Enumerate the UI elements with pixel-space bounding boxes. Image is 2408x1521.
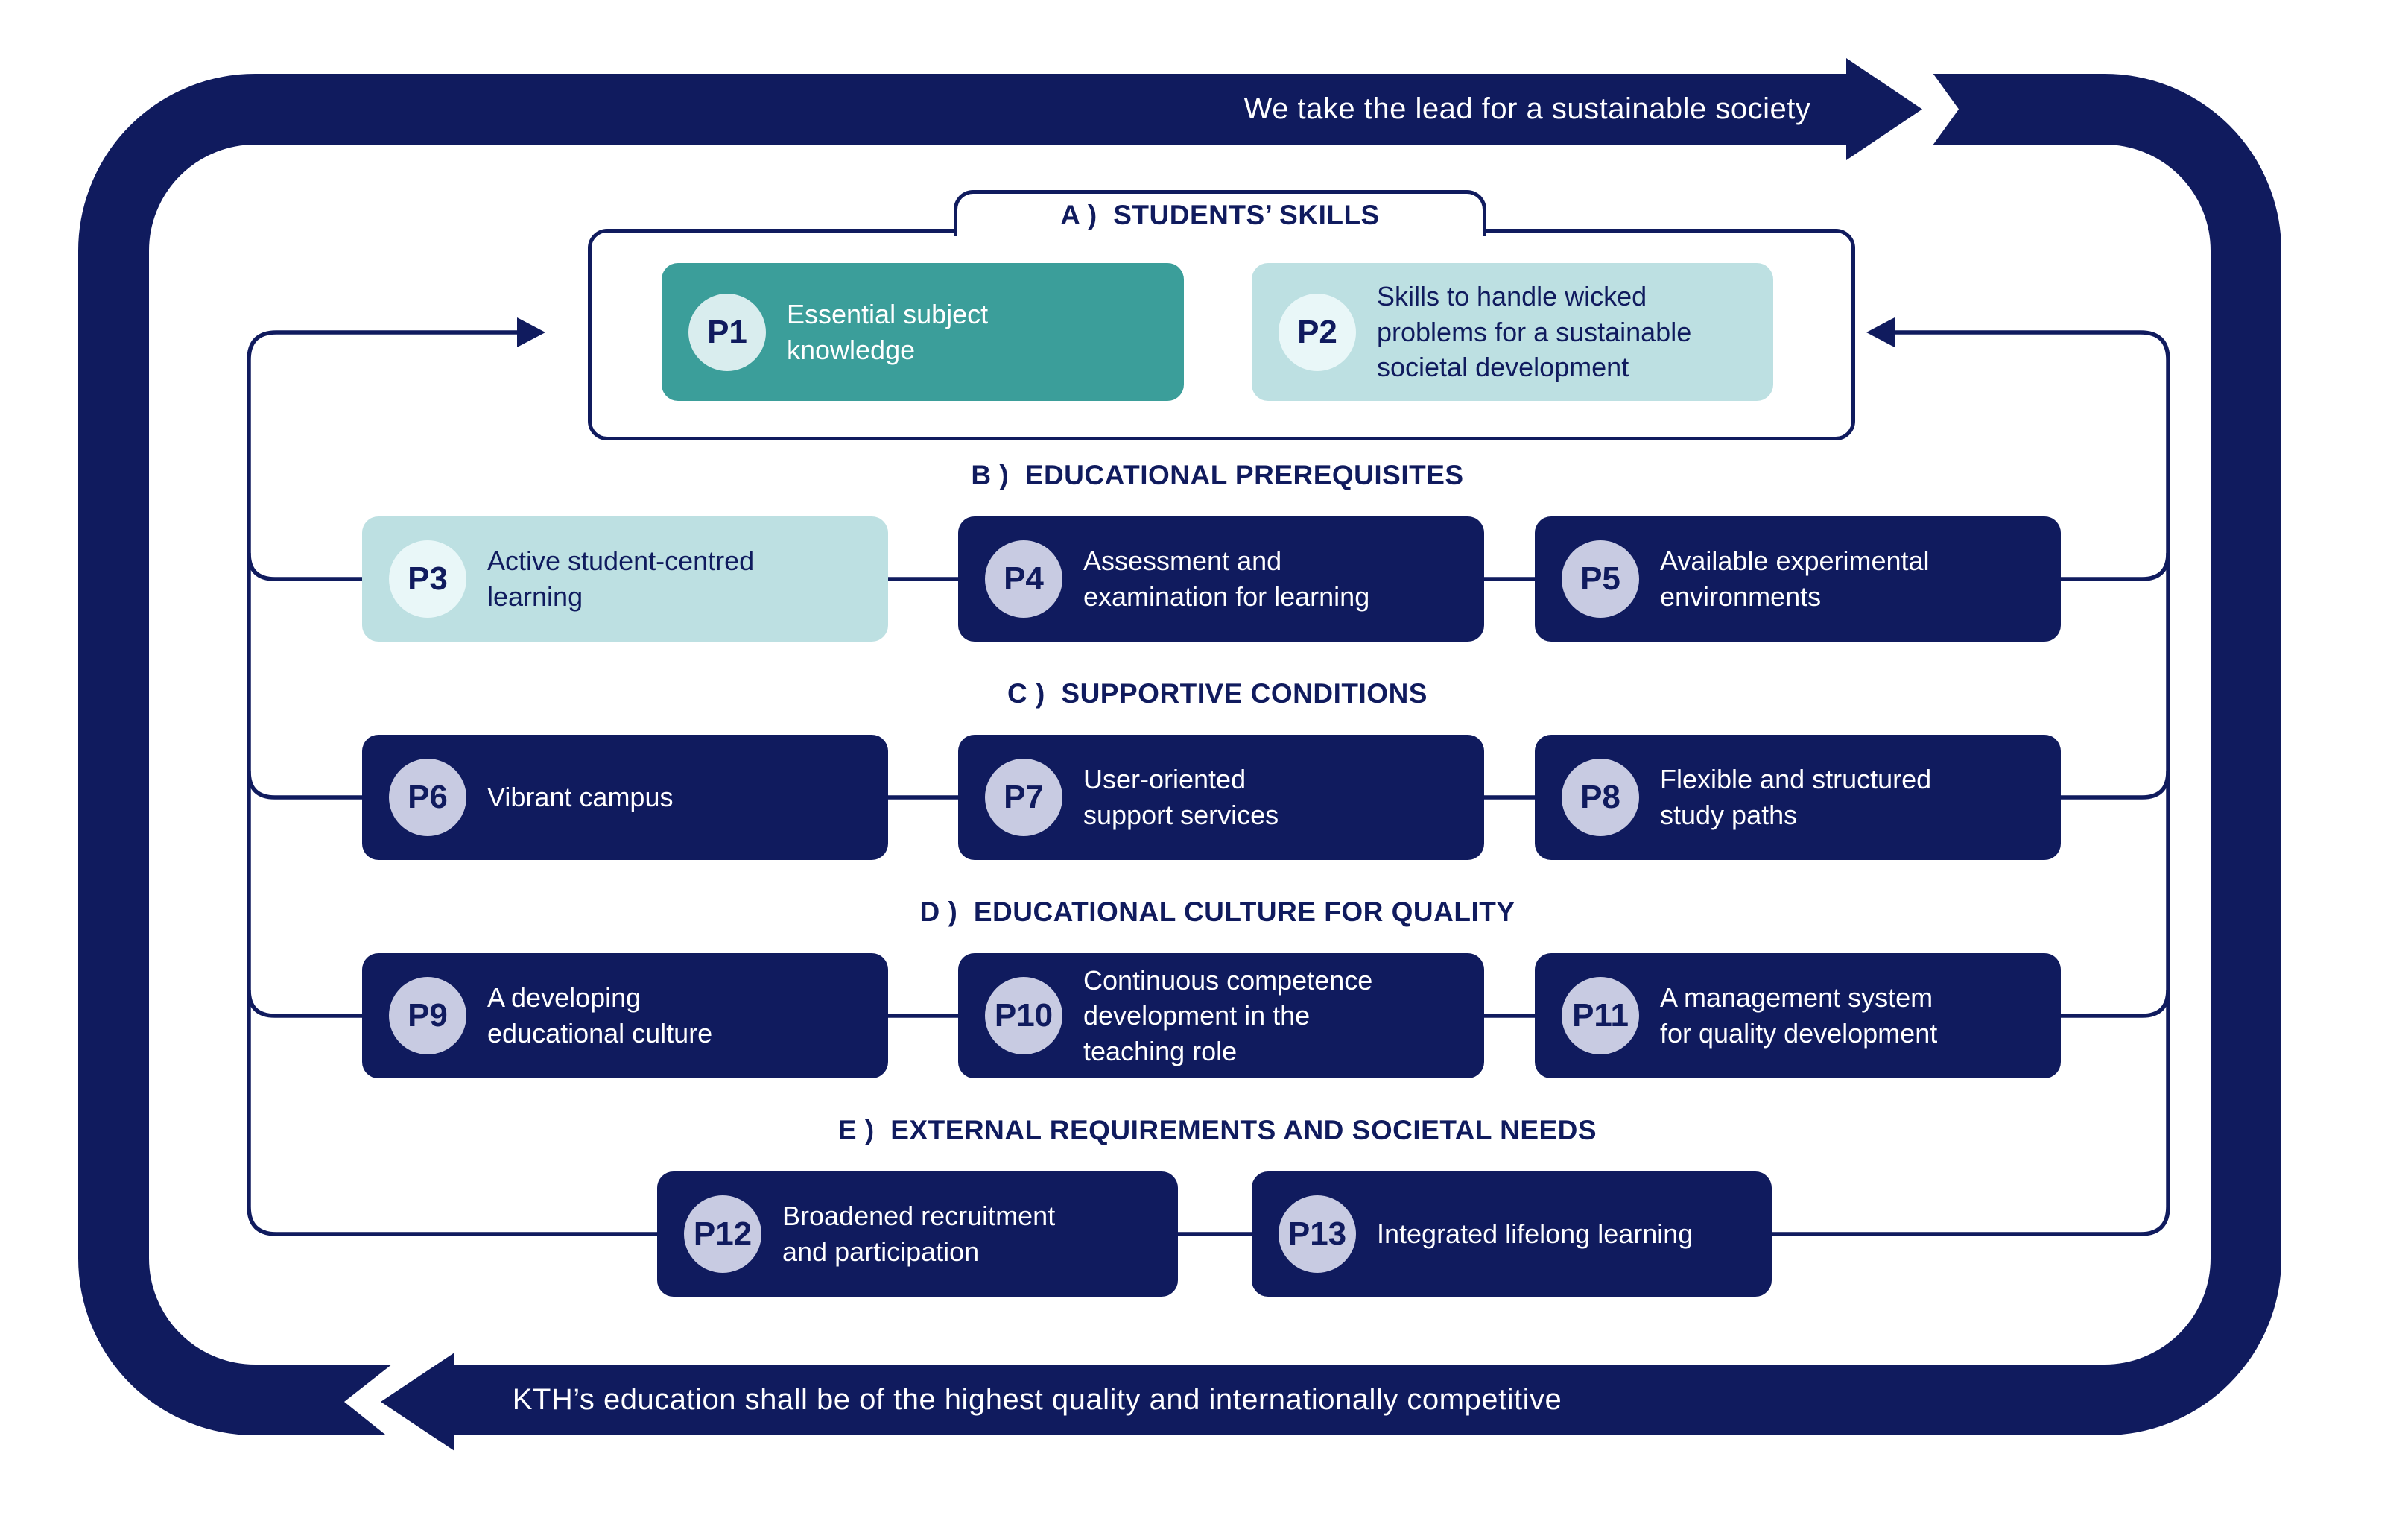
box-p6: P6 Vibrant campus	[362, 735, 888, 860]
section-a-tab: A ) STUDENTS’ SKILLS	[954, 190, 1486, 236]
label-p7: User-oriented support services	[1083, 764, 1279, 830]
badge-p9: P9	[389, 977, 466, 1054]
label-p3: Active student-centred learning	[487, 546, 755, 612]
label-p11: A management system for quality developm…	[1660, 982, 1938, 1049]
box-p12: P12 Broadened recruitment and participat…	[657, 1171, 1178, 1297]
bottom-banner-text: KTH’s education shall be of the highest …	[512, 1383, 1562, 1416]
label-p12: Broadened recruitment and participation	[782, 1201, 1056, 1267]
right-branch-row-c	[2061, 771, 2170, 800]
right-branch-row-b	[2061, 552, 2170, 581]
top-arrowhead-icon	[1846, 58, 1922, 160]
box-p2: P2 Skills to handle wicked problems for …	[1252, 263, 1773, 401]
badge-p4: P4	[985, 540, 1062, 618]
badge-p1: P1	[688, 293, 766, 371]
badge-p8: P8	[1562, 759, 1639, 836]
box-p7: P7 User-oriented support services	[958, 735, 1484, 860]
label-p2: Skills to handle wicked problems for a s…	[1377, 281, 1692, 383]
label-p5: Available experimental environments	[1660, 546, 1930, 612]
badge-p6: P6	[389, 759, 466, 836]
label-p13: Integrated lifelong learning	[1377, 1218, 1693, 1250]
badge-p7: P7	[985, 759, 1062, 836]
right-loop-arrowhead-icon	[1866, 317, 1895, 347]
left-branch-row-c	[247, 771, 362, 800]
section-d-label: D ) EDUCATIONAL CULTURE FOR QUALITY	[919, 897, 1515, 927]
box-p10: P10 Continuous competence development in…	[958, 953, 1484, 1078]
label-p1: Essential subject knowledge	[787, 298, 989, 365]
right-branch-row-d	[2061, 989, 2170, 1018]
box-p1: P1 Essential subject knowledge	[662, 263, 1184, 401]
box-p11: P11 A management system for quality deve…	[1535, 953, 2061, 1078]
badge-p12: P12	[684, 1195, 761, 1273]
left-branch-row-d	[247, 989, 362, 1018]
section-e-label: E ) EXTERNAL REQUIREMENTS AND SOCIETAL N…	[837, 1115, 1597, 1145]
outer-loop-frame	[78, 74, 2281, 1435]
label-p10: Continuous competence development in the…	[1083, 964, 1373, 1066]
badge-p13: P13	[1279, 1195, 1356, 1273]
badge-p10: P10	[985, 977, 1062, 1054]
badge-p2: P2	[1279, 293, 1356, 371]
box-p8: P8 Flexible and structured study paths	[1535, 735, 2061, 860]
badge-p3: P3	[389, 540, 466, 618]
top-banner-text: We take the lead for a sustainable socie…	[1243, 92, 1811, 125]
box-p5: P5 Available experimental environments	[1535, 516, 2061, 642]
label-p9: A developing educational culture	[487, 982, 713, 1049]
bottom-arrowhead-icon	[381, 1353, 454, 1451]
section-c-label: C ) SUPPORTIVE CONDITIONS	[1007, 678, 1428, 709]
left-loop-arrowhead-icon	[517, 317, 545, 347]
left-branch-row-b	[247, 552, 362, 581]
label-p4: Assessment and examination for learning	[1083, 546, 1370, 612]
label-p6: Vibrant campus	[487, 782, 674, 813]
badge-p5: P5	[1562, 540, 1639, 618]
box-p4: P4 Assessment and examination for learni…	[958, 516, 1484, 642]
section-a-label: A ) STUDENTS’ SKILLS	[1060, 199, 1380, 230]
label-p8: Flexible and structured study paths	[1660, 764, 1932, 830]
badge-p11: P11	[1562, 977, 1639, 1054]
section-b-label: B ) EDUCATIONAL PREREQUISITES	[971, 460, 1464, 490]
box-p3: P3 Active student-centred learning	[362, 516, 888, 642]
box-p13: P13 Integrated lifelong learning	[1252, 1171, 1772, 1297]
box-p9: P9 A developing educational culture	[362, 953, 888, 1078]
